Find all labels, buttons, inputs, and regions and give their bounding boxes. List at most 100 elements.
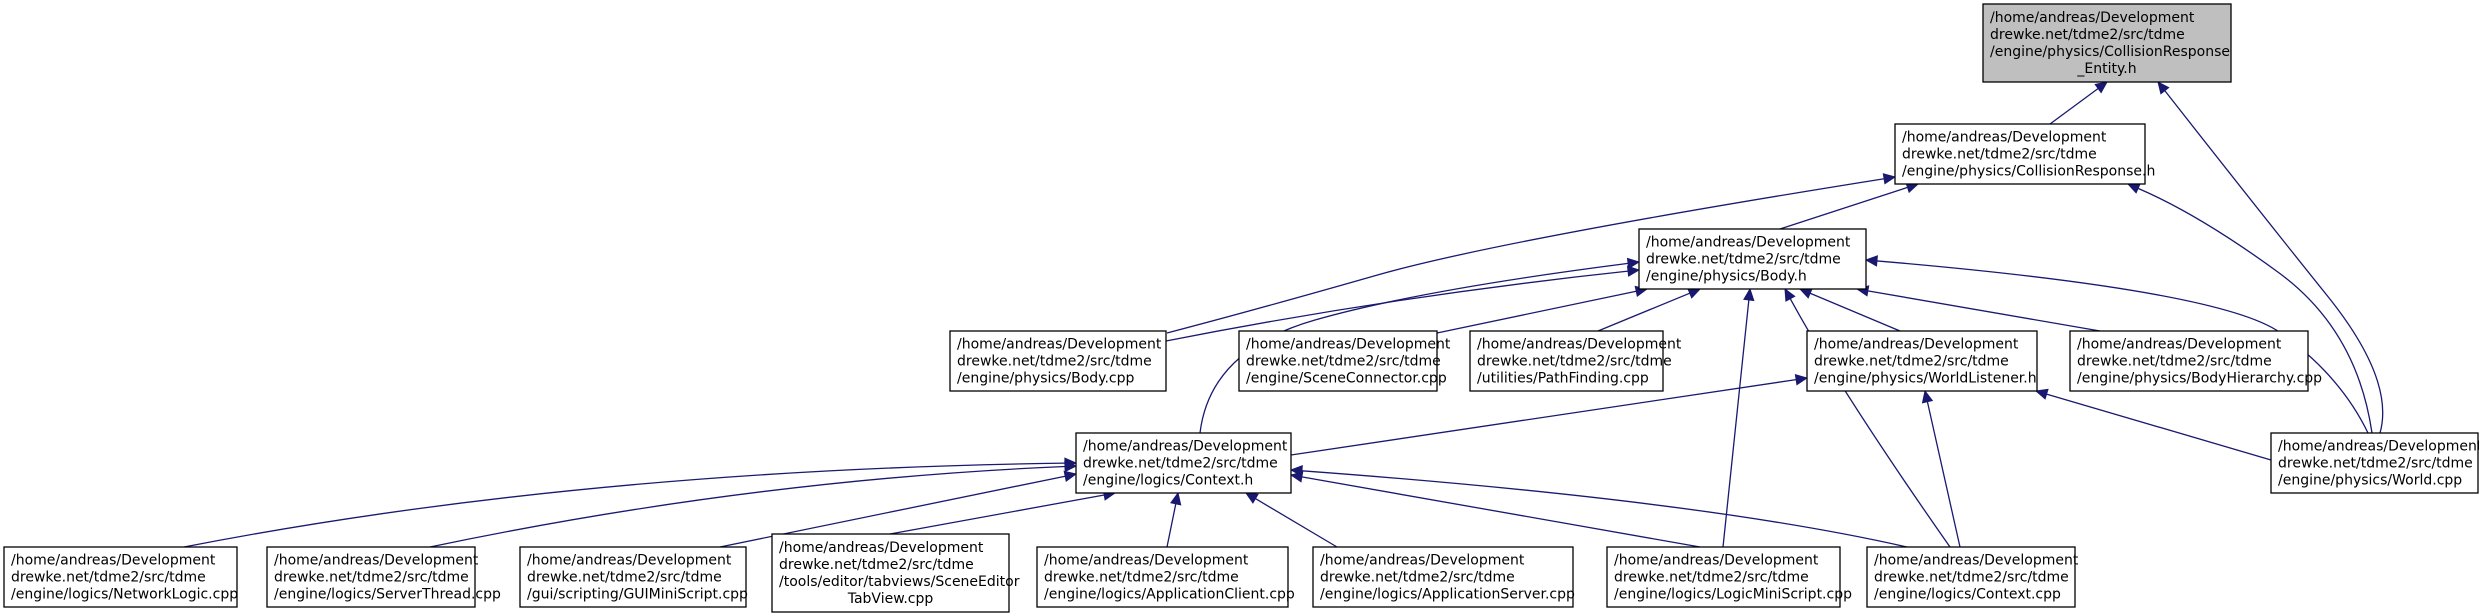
edge-line [1166,503,1177,548]
node-label-line: /engine/physics/WorldListener.h [1814,371,2037,387]
node-label-line: /tools/editor/tabviews/SceneEditor [779,574,1020,590]
node-world-cpp[interactable]: /home/andreas/Developmentdrewke.net/tdme… [2270,432,2479,494]
arrowhead [1626,257,1641,270]
node-label-line: /engine/logics/LogicMiniScript.cpp [1614,587,1852,603]
arrowhead [1743,287,1755,302]
node-collision-response[interactable]: /home/andreas/Developmentdrewke.net/tdme… [1894,123,2155,185]
node-box [2069,330,2309,392]
node-server-thread[interactable]: /home/andreas/Developmentdrewke.net/tdme… [266,546,501,608]
node-box [949,330,1167,392]
node-label-line: /engine/physics/CollisionResponse.h [1902,164,2155,180]
node-label-line: /engine/physics/World.cpp [2278,473,2462,489]
node-label-line: drewke.net/tdme2/src/tdme [1083,456,1278,472]
edge-world_listener-to-body_h [1798,288,1901,332]
node-label-line: /engine/logics/ApplicationClient.cpp [1044,587,1295,603]
node-label-line: drewke.net/tdme2/src/tdme [1246,354,1441,370]
node-box [266,546,476,608]
node-label-line: drewke.net/tdme2/src/tdme [1614,570,1809,586]
arrowhead [1794,374,1809,386]
arrowhead [1170,491,1182,506]
edge-body_cpp-to-collision_response [1166,173,1897,334]
edge-server_thread-to-context_h [429,460,1078,548]
node-box [1036,546,1289,608]
node-label-line: /home/andreas/Development [1874,553,2079,569]
edge-body_hierarchy-to-body_h [1855,285,2101,332]
edge-line [183,462,1066,548]
node-label-line: drewke.net/tdme2/src/tdme [274,570,469,586]
node-path-finding[interactable]: /home/andreas/Developmentdrewke.net/tdme… [1469,330,1682,392]
arrowhead [1864,255,1878,267]
edge-scene_connector-to-body_h [1436,285,1649,334]
edge-context_cpp-to-body_h [1784,287,1951,548]
node-app-server[interactable]: /home/andreas/Developmentdrewke.net/tdme… [1312,546,1575,608]
node-label-line: drewke.net/tdme2/src/tdme [11,570,206,586]
node-app-client[interactable]: /home/andreas/Developmentdrewke.net/tdme… [1036,546,1295,608]
edge-world_cpp-to-body_h [1864,255,2369,434]
node-label-line: /engine/logics/Context.h [1083,473,1253,489]
node-label-line: /home/andreas/Development [1320,553,1525,569]
edge-line [1789,298,1951,548]
edge-world_cpp-to-collision_response [2126,183,2373,434]
node-label-line: /home/andreas/Development [957,337,1162,353]
node-body-h[interactable]: /home/andreas/Developmentdrewke.net/tdme… [1638,228,1867,290]
node-label-line: /home/andreas/Development [1083,439,1288,455]
node-box [1806,330,2038,392]
arrowhead [1784,287,1796,302]
node-label-line: /home/andreas/Development [779,540,984,556]
node-label-line: /utilities/PathFinding.cpp [1477,371,1649,387]
node-label-line: /engine/physics/Body.cpp [957,371,1134,387]
node-gui-mini-script[interactable]: /home/andreas/Developmentdrewke.net/tdme… [519,546,748,608]
node-body-hierarchy[interactable]: /home/andreas/Developmentdrewke.net/tdme… [2069,330,2322,392]
node-scene-editor[interactable]: /home/andreas/Developmentdrewke.net/tdme… [771,533,1020,613]
nodes-layer: /home/andreas/Developmentdrewke.net/tdme… [3,3,2479,613]
edge-line [1301,470,1908,548]
edge-line [1867,290,2101,332]
node-collision-entity[interactable]: /home/andreas/Developmentdrewke.net/tdme… [1982,3,2232,83]
node-label-line: /home/andreas/Development [2278,439,2479,455]
node-label-line: drewke.net/tdme2/src/tdme [1814,354,2009,370]
edge-world_cpp-to-collision_entity [2157,81,2384,434]
node-label-line: /home/andreas/Development [11,553,216,569]
edge-app_client-to-context_h [1166,491,1182,548]
edge-path_finding-to-body_h [1597,288,1702,332]
edge-collision_response-to-collision_entity [2049,81,2108,125]
node-label-line: /engine/SceneConnector.cpp [1246,371,1447,387]
node-box [1982,3,2232,83]
arrowhead [1687,288,1702,299]
edge-line [2137,187,2373,434]
edge-logic_mini_script-to-context_h [1289,471,1701,548]
arrowhead [2094,81,2108,94]
node-box [1638,228,1867,290]
node-context-h[interactable]: /home/andreas/Developmentdrewke.net/tdme… [1075,432,1292,494]
node-label-line: TabView.cpp [847,591,934,607]
node-scene-connector[interactable]: /home/andreas/Developmentdrewke.net/tdme… [1238,330,1451,392]
edge-line [2049,88,2099,125]
node-label-line: /home/andreas/Development [1646,235,1851,251]
edge-line [1301,476,1701,548]
edge-body_cpp-to-body_h [1165,265,1641,342]
node-world-listener[interactable]: /home/andreas/Developmentdrewke.net/tdme… [1806,330,2038,392]
node-network-logic[interactable]: /home/andreas/Developmentdrewke.net/tdme… [3,546,238,608]
edge-line [1722,299,1750,548]
node-label-line: /home/andreas/Development [274,553,479,569]
node-label-line: /home/andreas/Development [1614,553,1819,569]
edge-line [1199,262,1629,434]
node-label-line: /home/andreas/Development [1990,10,2195,26]
node-box [1075,432,1292,494]
node-box [1866,546,2076,608]
arrowhead [1289,465,1303,477]
node-box [1238,330,1438,392]
node-label-line: _Entity.h [2076,61,2136,77]
edge-line [1779,186,1908,230]
edge-body_h-to-collision_response [1779,182,1920,230]
node-logic-mini-script[interactable]: /home/andreas/Developmentdrewke.net/tdme… [1606,546,1852,608]
node-label-line: /home/andreas/Development [1814,337,2019,353]
node-body-cpp[interactable]: /home/andreas/Developmentdrewke.net/tdme… [949,330,1167,392]
node-context-cpp[interactable]: /home/andreas/Developmentdrewke.net/tdme… [1866,546,2079,608]
arrowhead [2157,81,2170,95]
edge-line [1597,292,1691,332]
node-label-line: drewke.net/tdme2/src/tdme [1044,570,1239,586]
edge-scene_editor-to-context_h [889,489,1117,535]
arrowhead [1626,265,1641,277]
